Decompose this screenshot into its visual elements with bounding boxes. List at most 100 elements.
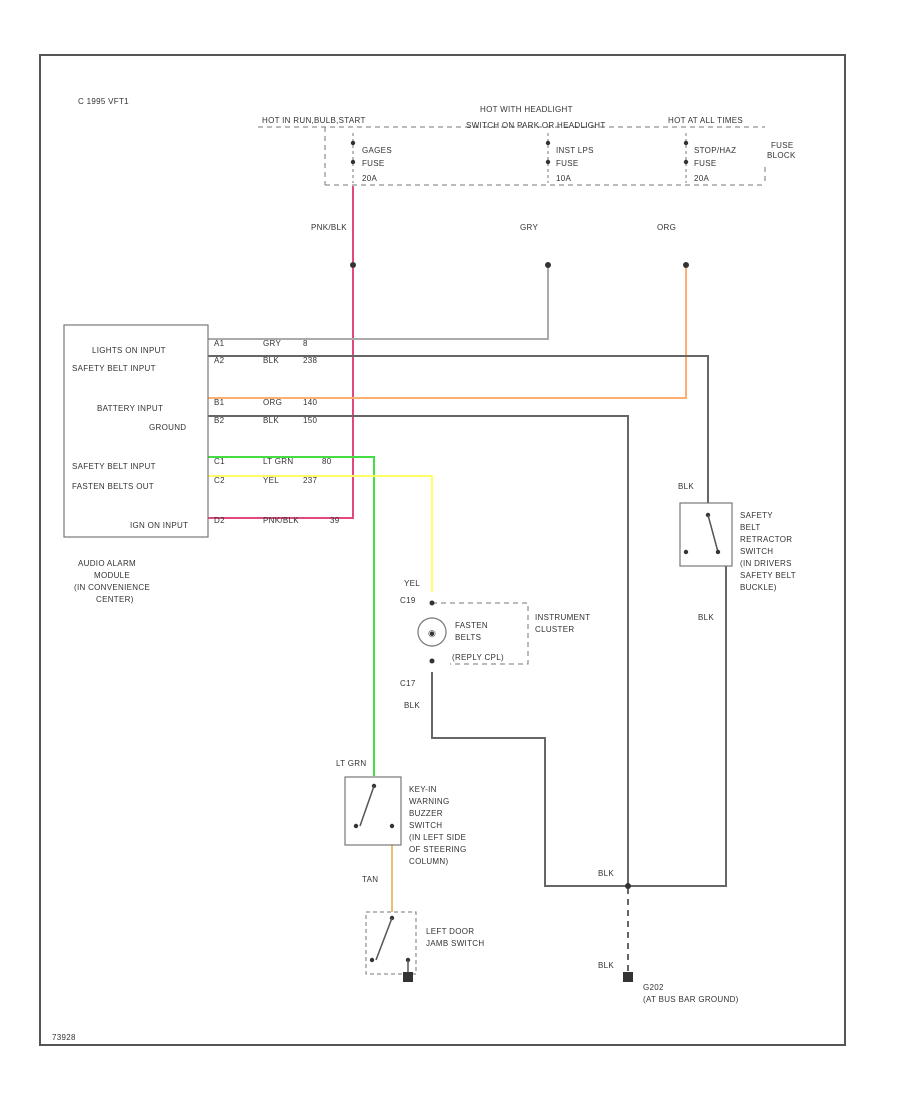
key-switch-label-6: OF STEERING [409, 845, 467, 854]
pin-c1: C1 [214, 457, 225, 466]
module-caption-1: AUDIO ALARM [78, 559, 136, 568]
retractor-label-5: (IN DRIVERS [740, 559, 792, 568]
pin-c2-circuit: 237 [303, 476, 317, 485]
diagram-frame [39, 54, 846, 1046]
wire-yel [208, 475, 433, 592]
pin-d2-color: PNK/BLK [263, 516, 299, 525]
cluster-conn-in: C19 [400, 596, 416, 605]
pin-d2: D2 [214, 516, 225, 525]
fuse-inst-word: FUSE [556, 159, 579, 168]
pin-a1: A1 [214, 339, 225, 348]
label-blk-cluster: BLK [404, 701, 420, 710]
ground-g202: G202 (AT BUS BAR GROUND) [623, 972, 739, 1004]
retractor-label-1: SAFETY [740, 511, 773, 520]
pin-a1-color: GRY [263, 339, 281, 348]
pin-b1-circuit: 140 [303, 398, 317, 407]
fuse-header-3: HOT AT ALL TIMES [668, 116, 743, 125]
label-blk-ret-bottom: BLK [698, 613, 714, 622]
module-input-ign-on: IGN ON INPUT [130, 521, 188, 530]
fuse-stop-haz: STOP/HAZ FUSE 20A [683, 133, 736, 183]
door-switch-label-2: JAMB SWITCH [426, 939, 484, 948]
fuse-stop-amps: 20A [694, 174, 709, 183]
key-in-warning-buzzer-switch: KEY-IN WARNING BUZZER SWITCH (IN LEFT SI… [344, 776, 467, 866]
lamp-suffix: (REPLY CPL) [452, 653, 504, 662]
pin-d2-circuit: 39 [330, 516, 340, 525]
label-org: ORG [657, 223, 676, 232]
door-switch-ground-icon [403, 972, 413, 982]
label-gry: GRY [520, 223, 538, 232]
key-switch-label-7: COLUMN) [409, 857, 448, 866]
fuse-gages-amps: 20A [362, 174, 377, 183]
fuse-gages: GAGES FUSE 20A [350, 133, 392, 183]
module-caption-2: MODULE [94, 571, 130, 580]
key-switch-label-2: WARNING [409, 797, 449, 806]
splice-dot-ground [625, 883, 631, 889]
connector-dot-org [683, 262, 689, 268]
audio-alarm-module: LIGHTS ON INPUT SAFETY BELT INPUT BATTER… [63, 324, 340, 604]
fuse-stop-name: STOP/HAZ [694, 146, 736, 155]
module-caption-3: (IN CONVENIENCE [74, 583, 150, 592]
retractor-label-7: BUCKLE) [740, 583, 777, 592]
retractor-label-4: SWITCH [740, 547, 773, 556]
pin-c1-color: LT GRN [263, 457, 293, 466]
label-pnk-blk: PNK/BLK [311, 223, 347, 232]
module-input-battery: BATTERY INPUT [97, 404, 163, 413]
connector-dot-pnk [350, 262, 356, 268]
left-door-jamb-switch: LEFT DOOR JAMB SWITCH [365, 911, 484, 982]
pin-b1-color: ORG [263, 398, 282, 407]
key-switch-label-5: (IN LEFT SIDE [409, 833, 466, 842]
pin-a2: A2 [214, 356, 225, 365]
key-switch-label-4: SWITCH [409, 821, 442, 830]
figure-id: 73928 [52, 1033, 76, 1042]
module-output-fasten-belts: FASTEN BELTS OUT [72, 482, 154, 491]
pin-b2: B2 [214, 416, 225, 425]
fuse-inst-lps: INST LPS FUSE 10A [545, 133, 594, 183]
pin-c1-circuit: 80 [322, 457, 332, 466]
pin-b1: B1 [214, 398, 225, 407]
module-input-lights-on: LIGHTS ON INPUT [92, 346, 166, 355]
pin-a2-circuit: 238 [303, 356, 317, 365]
label-yel: YEL [404, 579, 420, 588]
pin-b2-color: BLK [263, 416, 279, 425]
wire-blk-ground [208, 415, 629, 886]
lamp-text-2: BELTS [455, 633, 481, 642]
fuse-block: HOT IN RUN,BULB,START HOT WITH HEADLIGHT… [258, 105, 796, 186]
key-switch-label-3: BUZZER [409, 809, 443, 818]
wire-blk-cluster [431, 566, 727, 887]
module-input-ground: GROUND [149, 423, 186, 432]
cluster-label-1: INSTRUMENT [535, 613, 590, 622]
pin-a1-circuit: 8 [303, 339, 308, 348]
fuse-inst-amps: 10A [556, 174, 571, 183]
fuse-gages-word: FUSE [362, 159, 385, 168]
ground-id: G202 [643, 983, 664, 992]
lamp-text-1: FASTEN [455, 621, 488, 630]
retractor-label-3: RETRACTOR [740, 535, 792, 544]
label-lt-grn: LT GRN [336, 759, 366, 768]
retractor-label-2: BELT [740, 523, 761, 532]
fuse-block-label-1: FUSE [771, 141, 794, 150]
wire-pnk-blk [208, 186, 354, 519]
wire-gry [208, 268, 549, 340]
module-input-safety-belt-1: SAFETY BELT INPUT [72, 364, 156, 373]
fuse-gages-name: GAGES [362, 146, 392, 155]
pin-a2-color: BLK [263, 356, 279, 365]
label-blk-ground-top: BLK [598, 869, 614, 878]
ground-desc: (AT BUS BAR GROUND) [643, 995, 739, 1004]
wire-lt-grn [208, 456, 375, 776]
wire-org [208, 268, 687, 399]
module-input-safety-belt-2: SAFETY BELT INPUT [72, 462, 156, 471]
fuse-block-label-2: BLOCK [767, 151, 796, 160]
door-switch-label-1: LEFT DOOR [426, 927, 474, 936]
module-caption-4: CENTER) [96, 595, 134, 604]
retractor-label-6: SAFETY BELT [740, 571, 796, 580]
instrument-cluster: ◉ C19 C17 FASTEN BELTS (REPLY CPL) INSTR… [400, 596, 590, 688]
cluster-label-2: CLUSTER [535, 625, 574, 634]
pin-c2: C2 [214, 476, 225, 485]
pin-b2-circuit: 150 [303, 416, 317, 425]
fuse-stop-word: FUSE [694, 159, 717, 168]
fasten-belts-lamp-icon [417, 617, 447, 647]
label-tan: TAN [362, 875, 378, 884]
fuse-header-2b: SWITCH ON PARK OR HEADLIGHT [466, 121, 606, 130]
key-switch-label-1: KEY-IN [409, 785, 437, 794]
cluster-conn-out: C17 [400, 679, 416, 688]
